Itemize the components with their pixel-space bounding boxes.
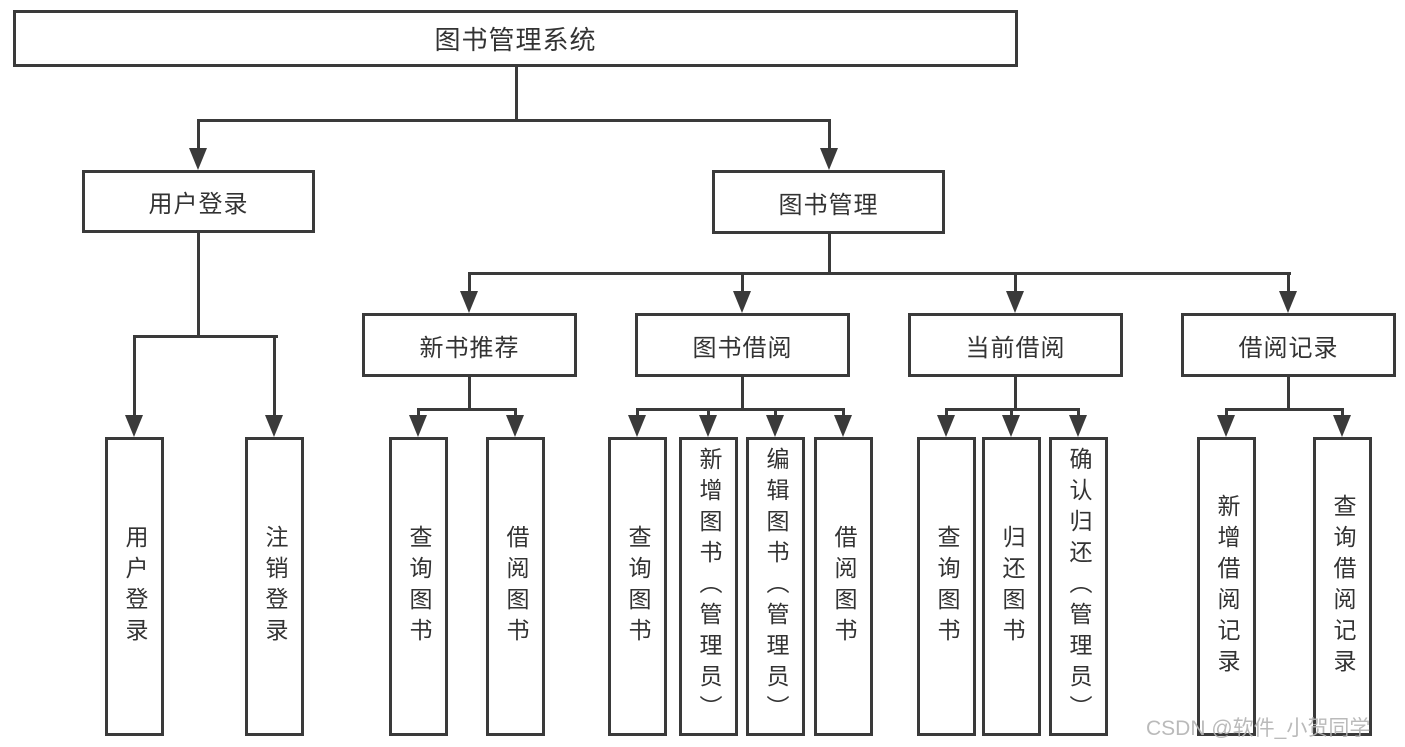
node-new-book-recommend: 新书推荐	[362, 313, 577, 377]
connector-line	[741, 375, 744, 410]
connector-line	[636, 408, 845, 411]
arrow-down-icon	[189, 148, 207, 170]
arrow-down-icon	[820, 148, 838, 170]
leaf-label: 查询图书	[934, 524, 960, 649]
arrow-down-icon	[265, 415, 283, 437]
connector-line	[1225, 408, 1344, 411]
leaf-confirm-return-admin: 确认归还（管理员）	[1049, 437, 1108, 736]
connector-line	[1014, 375, 1017, 410]
leaf-add-books-admin: 新增图书（管理员）	[679, 437, 738, 736]
leaf-query-books-borrow: 查询图书	[608, 437, 667, 736]
arrow-down-icon	[1069, 415, 1087, 437]
arrow-down-icon	[1217, 415, 1235, 437]
arrow-down-icon	[834, 415, 852, 437]
leaf-return-books: 归还图书	[982, 437, 1041, 736]
connector-line	[774, 408, 777, 418]
leaf-logout: 注销登录	[245, 437, 304, 736]
leaf-add-borrow-record: 新增借阅记录	[1197, 437, 1256, 736]
connector-line	[741, 272, 744, 293]
arrow-down-icon	[628, 415, 646, 437]
leaf-label: 借阅图书	[503, 524, 529, 649]
leaf-query-books-recommend: 查询图书	[389, 437, 448, 736]
leaf-label: 归还图书	[999, 524, 1025, 649]
leaf-borrow-books: 借阅图书	[814, 437, 873, 736]
leaf-borrow-books-recommend: 借阅图书	[486, 437, 545, 736]
connector-line	[514, 408, 517, 418]
csdn-watermark: CSDN @软件_小贺同学	[1146, 717, 1371, 740]
connector-line	[273, 335, 276, 417]
arrow-down-icon	[766, 415, 784, 437]
connector-line	[133, 335, 136, 417]
leaf-label: 查询图书	[625, 524, 651, 649]
connector-line	[828, 232, 831, 274]
connector-line	[468, 272, 471, 293]
connector-line	[1010, 408, 1013, 418]
connector-line	[468, 375, 471, 410]
arrow-down-icon	[125, 415, 143, 437]
leaf-label: 查询图书	[406, 524, 432, 649]
connector-line	[1014, 272, 1017, 293]
connector-line	[197, 119, 831, 122]
leaf-query-books-current: 查询图书	[917, 437, 976, 736]
connector-line	[945, 408, 948, 418]
leaf-label: 新增图书（管理员）	[696, 447, 722, 726]
node-borrow-records: 借阅记录	[1181, 313, 1396, 377]
arrow-down-icon	[409, 415, 427, 437]
leaf-label: 借阅图书	[831, 524, 857, 649]
arrow-down-icon	[1002, 415, 1020, 437]
leaf-label: 用户登录	[122, 524, 148, 649]
connector-line	[828, 119, 831, 152]
leaf-label: 注销登录	[262, 524, 288, 649]
connector-line	[1287, 375, 1290, 410]
connector-line	[515, 65, 518, 121]
connector-line	[197, 119, 200, 152]
connector-line	[1341, 408, 1344, 418]
leaf-edit-books-admin: 编辑图书（管理员）	[746, 437, 805, 736]
node-root: 图书管理系统	[13, 10, 1018, 67]
leaf-label: 编辑图书（管理员）	[763, 447, 789, 726]
connector-line	[842, 408, 845, 418]
leaf-label: 查询借阅记录	[1330, 493, 1356, 680]
connector-line	[1225, 408, 1228, 418]
arrow-down-icon	[460, 291, 478, 313]
arrow-down-icon	[699, 415, 717, 437]
connector-line	[1287, 272, 1290, 293]
node-book-borrow: 图书借阅	[635, 313, 850, 377]
connector-line	[636, 408, 639, 418]
connector-line	[417, 408, 517, 411]
arrow-down-icon	[1006, 291, 1024, 313]
connector-line	[417, 408, 420, 418]
arrow-down-icon	[1333, 415, 1351, 437]
connector-line	[197, 231, 200, 337]
node-current-borrow: 当前借阅	[908, 313, 1123, 377]
arrow-down-icon	[1279, 291, 1297, 313]
arrow-down-icon	[506, 415, 524, 437]
connector-line	[707, 408, 710, 418]
leaf-label: 确认归还（管理员）	[1066, 447, 1092, 726]
node-book-management: 图书管理	[712, 170, 945, 234]
leaf-label: 新增借阅记录	[1214, 493, 1240, 680]
arrow-down-icon	[733, 291, 751, 313]
connector-line	[1077, 408, 1080, 418]
node-user-login: 用户登录	[82, 170, 315, 233]
arrow-down-icon	[937, 415, 955, 437]
connector-line	[468, 272, 1291, 275]
leaf-query-borrow-record: 查询借阅记录	[1313, 437, 1372, 736]
leaf-user-login: 用户登录	[105, 437, 164, 736]
connector-line	[133, 335, 278, 338]
